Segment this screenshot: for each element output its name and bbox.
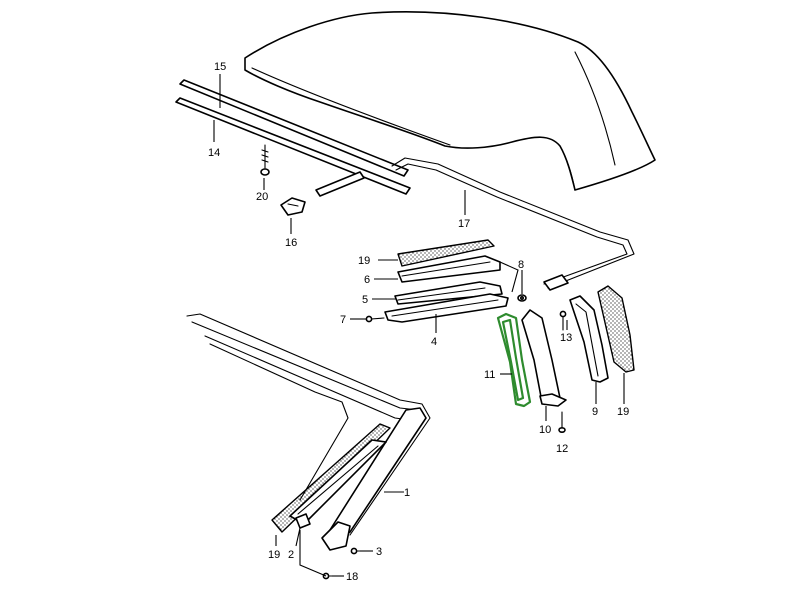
part-4-strip bbox=[384, 293, 509, 323]
part-10-trim bbox=[521, 309, 567, 407]
part-16-clip bbox=[280, 197, 306, 216]
soft-top-shell bbox=[244, 11, 656, 191]
callout-3: 3 bbox=[376, 546, 382, 558]
part-19-top-strip bbox=[397, 239, 495, 267]
callout-8: 8 bbox=[518, 259, 524, 271]
part-11-seal-highlighted bbox=[496, 312, 532, 408]
callout-19-lower: 19 bbox=[268, 549, 280, 561]
callout-18: 18 bbox=[346, 571, 358, 583]
callout-10: 10 bbox=[539, 424, 551, 436]
callout-4: 4 bbox=[431, 336, 437, 348]
leader-lines bbox=[213, 74, 625, 577]
part-20-screw bbox=[260, 144, 270, 176]
callout-15: 15 bbox=[214, 61, 226, 73]
part-1-header bbox=[321, 407, 427, 551]
callout-20: 20 bbox=[256, 191, 268, 203]
callout-1: 1 bbox=[404, 487, 410, 499]
part-7-screw bbox=[365, 315, 385, 323]
part-8-washer bbox=[517, 294, 527, 302]
callout-labels: 15 14 20 16 17 19 6 5 7 4 8 13 11 10 12 … bbox=[208, 61, 629, 583]
callout-7: 7 bbox=[340, 314, 346, 326]
part-2-rail bbox=[289, 439, 387, 529]
callout-17: 17 bbox=[458, 218, 470, 230]
part-13-screw bbox=[559, 310, 567, 331]
callout-9: 9 bbox=[592, 406, 598, 418]
part-12-screw bbox=[558, 411, 566, 433]
callout-2: 2 bbox=[288, 549, 294, 561]
part-14-rail bbox=[175, 97, 411, 197]
callout-6: 6 bbox=[364, 274, 370, 286]
callout-5: 5 bbox=[362, 294, 368, 306]
callout-19-right: 19 bbox=[617, 406, 629, 418]
callout-19-top: 19 bbox=[358, 255, 370, 267]
callout-16: 16 bbox=[285, 237, 297, 249]
callout-14: 14 bbox=[208, 147, 220, 159]
part-6-strip bbox=[397, 255, 501, 283]
callout-13: 13 bbox=[560, 332, 572, 344]
part-5-strip bbox=[394, 281, 503, 305]
callout-12: 12 bbox=[556, 443, 568, 455]
part-9-seal bbox=[569, 295, 609, 383]
part-15-rail bbox=[179, 79, 409, 177]
part-19-right-strip bbox=[597, 285, 635, 373]
part-17-seal bbox=[391, 157, 635, 291]
callout-11: 11 bbox=[484, 369, 495, 381]
